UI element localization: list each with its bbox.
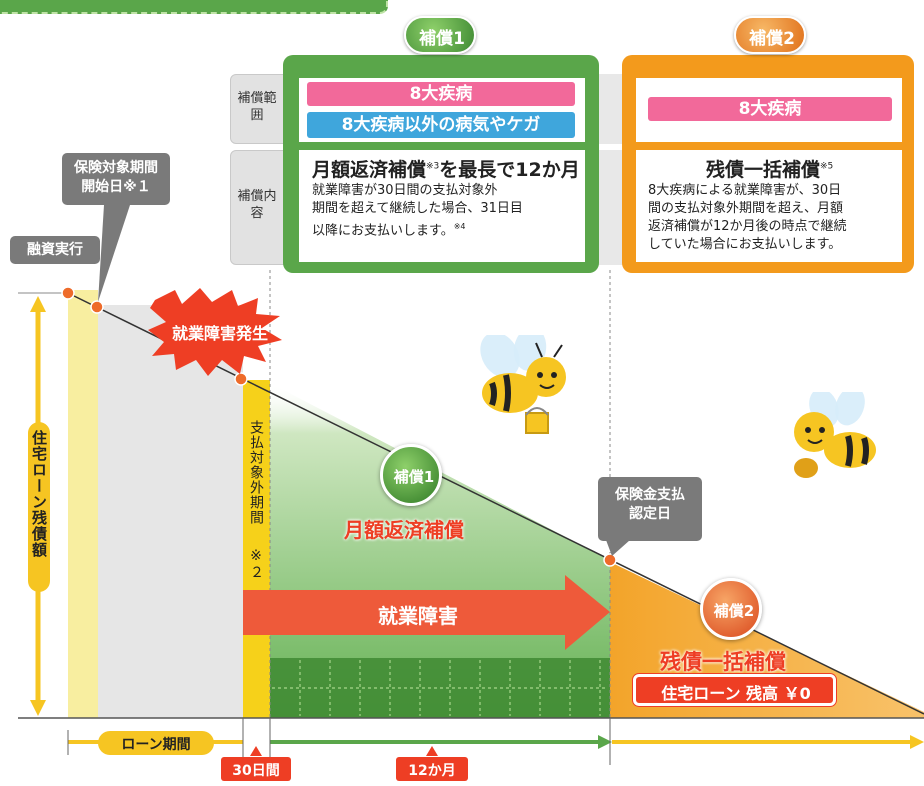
point-coverage-start [90,300,104,314]
hosho2-desc-line4: していた場合にお支払いします。 [648,237,842,252]
disability-arrow-shape [243,575,610,650]
yellow-strip-left [68,290,98,718]
point-disability [234,372,248,386]
hosho1-range-blue: 8大疾病以外の病気やケガ [307,112,575,138]
bee-with-pot-illustration [794,392,876,478]
payment-date-pointer [606,540,630,556]
loan-exec-tag: 融資実行 [10,236,100,264]
payment-date-line1: 保険金支払 [615,487,685,503]
y-axis-label: 住宅ローン残債額 [30,430,48,558]
hosho2-desc-line3: 返済補償が12か月後の時点で継続 [648,219,847,234]
x-axis-label-pill [98,731,214,755]
coverage-start-line2: 開始日※１ [81,179,151,195]
disability-starburst [148,288,282,376]
graph-hosho1-badge-label: 補償1 [393,468,435,486]
hosho1-note4: ※4 [453,222,466,231]
hosho2-header-badge-label: 補償2 [749,29,795,49]
graph-hosho2-badge [700,578,762,640]
grey-region [98,305,243,718]
row-label-content: 補償内容 [237,189,277,221]
hosho2-content-title: 残債一括補償※5 [706,159,834,181]
hosho1-content-title: 月額返済補償※3を最長で12か月 [312,159,580,181]
disability-onset-label: 就業障害発生 [172,324,269,343]
waiting-period-note: ※２ [248,548,264,580]
hosho2-header-badge [734,16,806,54]
graph-hosho1-name: 月額返済補償 [344,518,464,542]
point-loan-exec [61,286,75,300]
coverage-start-line1: 保険対象期間 [74,160,158,176]
hosho1-header-badge [404,16,476,54]
hosho1-desc-line3: 以降にお支払いします。※4 [312,222,466,239]
waiting-period-label: 支払対象外期間 [248,420,264,525]
period-12-label: 12か月 [408,763,456,779]
disability-arrow-label: 就業障害 [378,604,458,628]
coverage-start-tag: 保険対象期間 開始日※１ [62,153,170,205]
yellow-waiting-strip [243,380,270,718]
graph-hosho1-badge [380,444,442,506]
hosho2-desc-line1: 8大疾病による就業障害が、30日 [648,183,842,198]
marker-12month-arrow [426,746,438,756]
period-30-tag [221,757,291,781]
timeline-yellow-arrowhead [910,735,924,749]
hosho2-range-pink: 8大疾病 [648,97,892,121]
graph-hosho2-badge-label: 補償2 [713,602,755,620]
y-axis-arrow-down [30,700,46,716]
period-12-tag [396,757,468,781]
hosho1-range-pink: 8大疾病 [307,82,575,106]
bee-with-bucket-illustration [480,335,566,434]
y-axis-label-pill [28,422,50,592]
payment-date-tag: 保険金支払 認定日 [598,477,702,541]
payment-date-line2: 認定日 [629,506,671,522]
point-payment-date [603,553,617,567]
row-label-range: 補償範囲 [237,91,277,123]
coverage-start-pointer [98,205,130,302]
row-label-range-cell [230,74,284,144]
hosho1-desc-line2: 期間を超えて継続した場合、31日目 [312,201,523,216]
hosho1-content-inner [299,150,585,262]
graph-hosho2-result-box [633,674,836,706]
y-axis-arrow-up [30,296,46,312]
hosho2-desc-line2: 間の支払対象外期間を超え、月額 [648,201,844,216]
hosho1-header-badge-label: 補償1 [419,29,465,49]
hosho2-note5: ※5 [820,161,834,172]
header-strip [0,0,388,14]
x-axis-label: ローン期間 [121,737,191,753]
period-30-label: 30日間 [232,763,280,779]
hosho2-content-inner [636,150,902,262]
hosho1-desc-line1: 就業障害が30日間の支払対象外 [312,183,498,198]
timeline-green-arrowhead [598,735,612,749]
graph-hosho2-name: 残債一括補償 [660,650,786,674]
graph-hosho2-result: 住宅ローン 残高 ￥0 [661,684,811,703]
hosho1-note3: ※3 [426,161,440,172]
marker-30day-arrow [250,746,262,756]
